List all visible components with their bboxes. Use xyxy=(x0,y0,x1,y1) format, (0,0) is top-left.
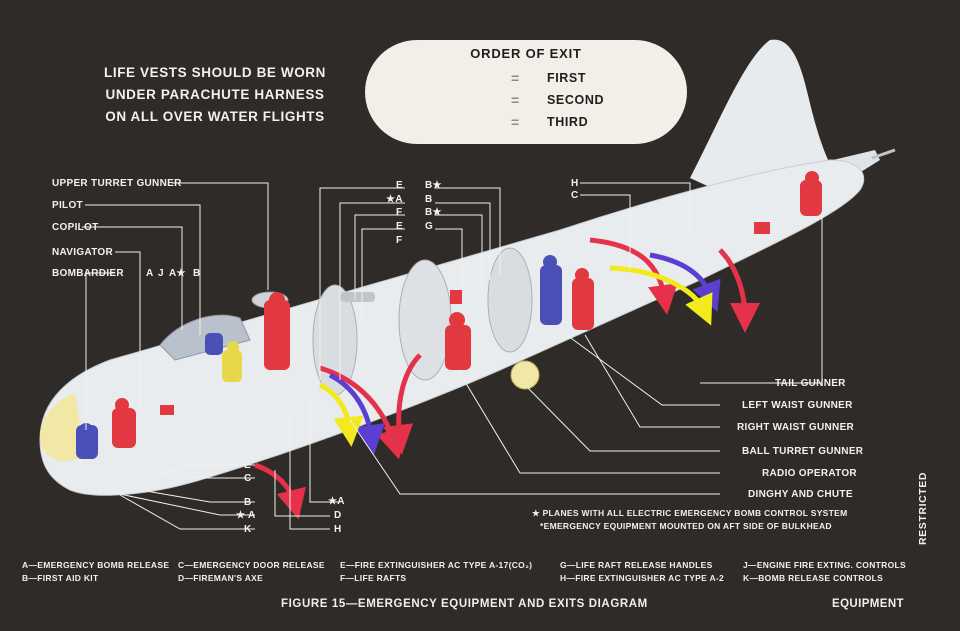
label-navigator: NAVIGATOR xyxy=(52,247,114,258)
key-a: A—EMERGENCY BOMB RELEASE xyxy=(22,560,170,570)
callout-b: B xyxy=(244,497,252,508)
callout-h: H xyxy=(334,524,342,535)
callout-f: F xyxy=(396,235,403,246)
label-upper-turret-gunner: UPPER TURRET GUNNER xyxy=(52,178,182,189)
label-bombardier: BOMBARDIER xyxy=(52,268,124,279)
callout-h: H xyxy=(571,178,579,189)
label-tail-gunner: TAIL GUNNER xyxy=(775,378,846,389)
callout-b: B xyxy=(193,268,201,279)
key-k: K—BOMB RELEASE CONTROLS xyxy=(743,573,884,583)
callout-j: J xyxy=(158,268,164,279)
callout-c: C xyxy=(244,473,252,484)
label-pilot: PILOT xyxy=(52,200,83,211)
callout-b: B xyxy=(425,194,433,205)
legend-second: SECOND xyxy=(547,93,605,107)
legend-title: ORDER OF EXIT xyxy=(470,46,582,61)
crew-left-waist-gunner xyxy=(540,255,562,325)
legend-equals: = xyxy=(511,114,520,130)
crew-pilot xyxy=(205,333,223,355)
crew-upper-turret-gunner xyxy=(264,292,290,370)
callout-g: G xyxy=(425,221,434,232)
section-label: EQUIPMENT xyxy=(832,598,904,610)
exit-order-legend: ORDER OF EXIT = = = FIRST SECOND THIRD xyxy=(365,40,687,144)
exit-arrow-red-1 xyxy=(254,462,306,520)
exit-arrow-red-3 xyxy=(383,353,422,455)
label-radio-operator: RADIO OPERATOR xyxy=(762,468,857,479)
callout-a: A xyxy=(146,268,154,279)
equipment-first-aid xyxy=(160,405,174,415)
callout-d: D xyxy=(334,510,342,521)
life-vest-warning: LIFE VESTS SHOULD BE WORN UNDER PARACHUT… xyxy=(104,62,326,128)
callout-a-star: ★A xyxy=(386,194,403,205)
figure-caption: FIGURE 15—EMERGENCY EQUIPMENT AND EXITS … xyxy=(281,598,648,610)
callout-b-star: B★ xyxy=(425,207,442,218)
callout-e: E xyxy=(396,221,403,232)
callout-a-star: A★ xyxy=(169,268,186,279)
crew-radio-operator xyxy=(445,312,471,370)
equipment-radio xyxy=(450,290,462,304)
bulkhead-waist xyxy=(487,247,533,353)
legend-third: THIRD xyxy=(547,115,589,129)
key-h: H—FIRE EXTINGUISHER AC TYPE A-2 xyxy=(560,573,725,583)
key-c: C—EMERGENCY DOOR RELEASE xyxy=(178,560,325,570)
warning-line: UNDER PARACHUTE HARNESS xyxy=(105,87,325,102)
callout-k: K xyxy=(244,524,252,535)
callout-e: E xyxy=(396,180,403,191)
callout-a-star: ★A xyxy=(328,496,345,507)
crew-right-waist-gunner xyxy=(572,268,594,330)
callout-b-star: B★ xyxy=(425,180,442,191)
crew-navigator xyxy=(112,398,136,448)
callout-f: F xyxy=(396,207,403,218)
ball-turret xyxy=(510,360,540,390)
callout-a-star: ★ A xyxy=(236,510,256,521)
label-left-waist-gunner: LEFT WAIST GUNNER xyxy=(742,400,853,411)
key-d: D—FIREMAN'S AXE xyxy=(178,573,264,583)
legend-first: FIRST xyxy=(547,71,587,85)
warning-line: LIFE VESTS SHOULD BE WORN xyxy=(104,65,327,80)
warning-line: ON ALL OVER WATER FLIGHTS xyxy=(105,109,325,124)
legend-equals: = xyxy=(511,92,520,108)
exit-arrow-blue-1 xyxy=(328,372,385,455)
bulkhead-radio xyxy=(398,259,452,381)
callout-e: E xyxy=(244,460,251,471)
restricted-marking: RESTRICTED xyxy=(917,471,929,545)
equipment-rafts xyxy=(340,292,375,302)
exit-arrow-yellow-2 xyxy=(609,265,713,326)
legend-equals: = xyxy=(511,70,520,86)
key-g: G—LIFE RAFT RELEASE HANDLES xyxy=(560,560,713,570)
label-dinghy-and-chute: DINGHY AND CHUTE xyxy=(748,489,853,500)
key-b: B—FIRST AID KIT xyxy=(22,573,99,583)
exit-arrow-red-4 xyxy=(589,237,678,315)
nose-glass xyxy=(39,393,85,462)
crew-copilot xyxy=(222,341,242,382)
key-e: E—FIRE EXTINGUISHER AC TYPE A-17(CO₂) xyxy=(340,560,533,570)
key-f: F—LIFE RAFTS xyxy=(340,573,407,583)
leader-lines xyxy=(82,182,823,530)
crew-bombardier xyxy=(76,423,98,459)
label-copilot: COPILOT xyxy=(52,222,99,233)
note-electric-bomb-control: ★ PLANES WITH ALL ELECTRIC EMERGENCY BOM… xyxy=(532,508,848,518)
note-aft-bulkhead: *EMERGENCY EQUIPMENT MOUNTED ON AFT SIDE… xyxy=(540,521,832,531)
label-right-waist-gunner: RIGHT WAIST GUNNER xyxy=(737,422,855,433)
exit-arrow-red-5 xyxy=(718,248,760,333)
callout-c: C xyxy=(571,190,579,201)
crew-tail-gunner xyxy=(800,171,822,216)
key-j: J—ENGINE FIRE EXTING. CONTROLS xyxy=(743,560,906,570)
equipment-tail xyxy=(754,222,770,234)
label-ball-turret-gunner: BALL TURRET GUNNER xyxy=(742,446,864,457)
exit-arrow-yellow-1 xyxy=(318,382,364,447)
